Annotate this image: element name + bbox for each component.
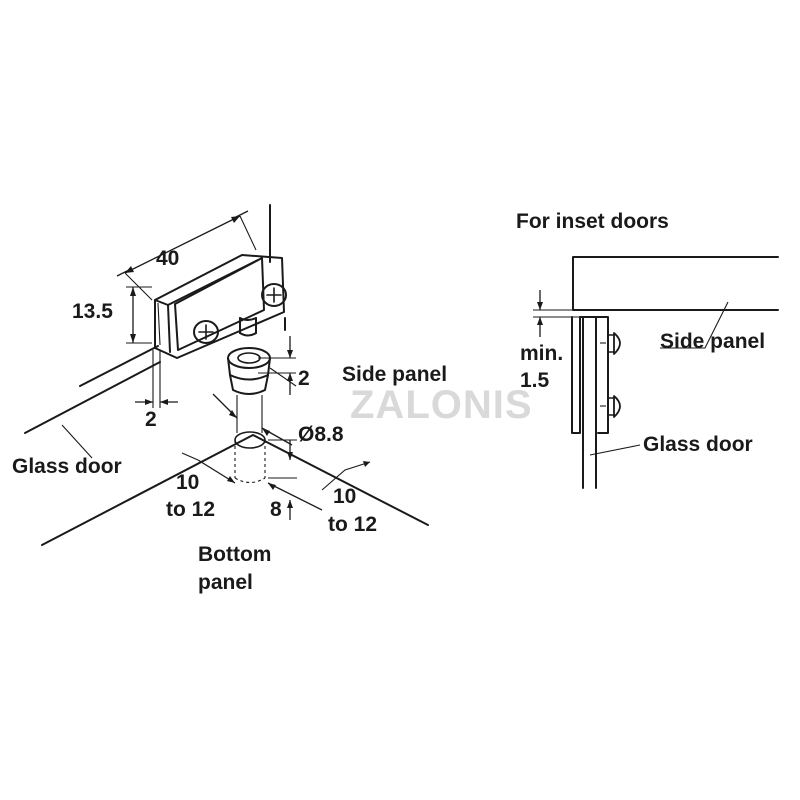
dimension-2-gap: [135, 350, 178, 408]
hinge-clamp: [154, 254, 285, 359]
label-glass-door-right: Glass door: [643, 433, 753, 456]
bush: [227, 347, 271, 395]
dimension-8: [268, 439, 297, 520]
bottom-panel-edges: [41, 434, 429, 546]
screw-left: [193, 320, 219, 344]
section-screw-bottom: [600, 395, 621, 418]
label-width: 40: [156, 247, 179, 270]
label-gap: 2: [145, 408, 157, 431]
label-title: For inset doors: [516, 210, 669, 233]
label-bush-top: 2: [298, 367, 310, 390]
label-height: 13.5: [72, 300, 113, 323]
watermark: ZALONIS: [350, 383, 533, 427]
label-depth: 8: [270, 498, 282, 521]
drilled-hole: [234, 395, 266, 484]
dimension-min-gap: [533, 290, 598, 337]
label-diameter: Ø8.8: [298, 423, 344, 446]
dimension-13-5: [126, 286, 152, 344]
right-section-view: For inset doors: [516, 210, 779, 489]
glass-door-leader-right: [589, 444, 641, 456]
label-glass-door: Glass door: [12, 455, 122, 478]
label-offset-left-2: to 12: [166, 498, 215, 521]
clamp-front-face: [174, 257, 265, 351]
label-bottom-panel-2: panel: [198, 571, 253, 594]
clamp-outline: [154, 254, 285, 359]
side-panel-leader: [660, 301, 729, 349]
dimension-offset-left: [181, 452, 236, 484]
clamp-front-left-edge: [167, 304, 171, 353]
dimension-offset-right: [267, 461, 371, 511]
label-offset-left-1: 10: [176, 471, 199, 494]
pivot-pin: [239, 317, 257, 337]
label-offset-right-2: to 12: [328, 513, 377, 536]
glass-door-bottom-edge: [24, 361, 161, 434]
dimension-2-bush: [258, 336, 297, 395]
side-panel-board: [572, 256, 779, 311]
label-offset-right-1: 10: [333, 485, 356, 508]
glass-door-leader: [61, 424, 93, 459]
section-screw-top: [600, 332, 621, 355]
label-min-1: min.: [520, 342, 563, 365]
label-bottom-panel-1: Bottom: [198, 543, 271, 566]
dimension-diameter: [212, 393, 293, 446]
glass-door-top-edge: [79, 345, 159, 387]
label-side-panel: Side panel: [342, 363, 447, 386]
section-clamp: [571, 316, 609, 434]
clamp-side-line: [157, 302, 161, 346]
screw-right: [261, 283, 287, 307]
label-side-panel-right: Side panel: [660, 330, 765, 353]
left-isometric-view: 40 13.5 2 2 Side panel Ø8.8 Glass door 1…: [12, 204, 447, 594]
label-min-2: 1.5: [520, 369, 550, 392]
section-glass-door: [582, 316, 597, 489]
